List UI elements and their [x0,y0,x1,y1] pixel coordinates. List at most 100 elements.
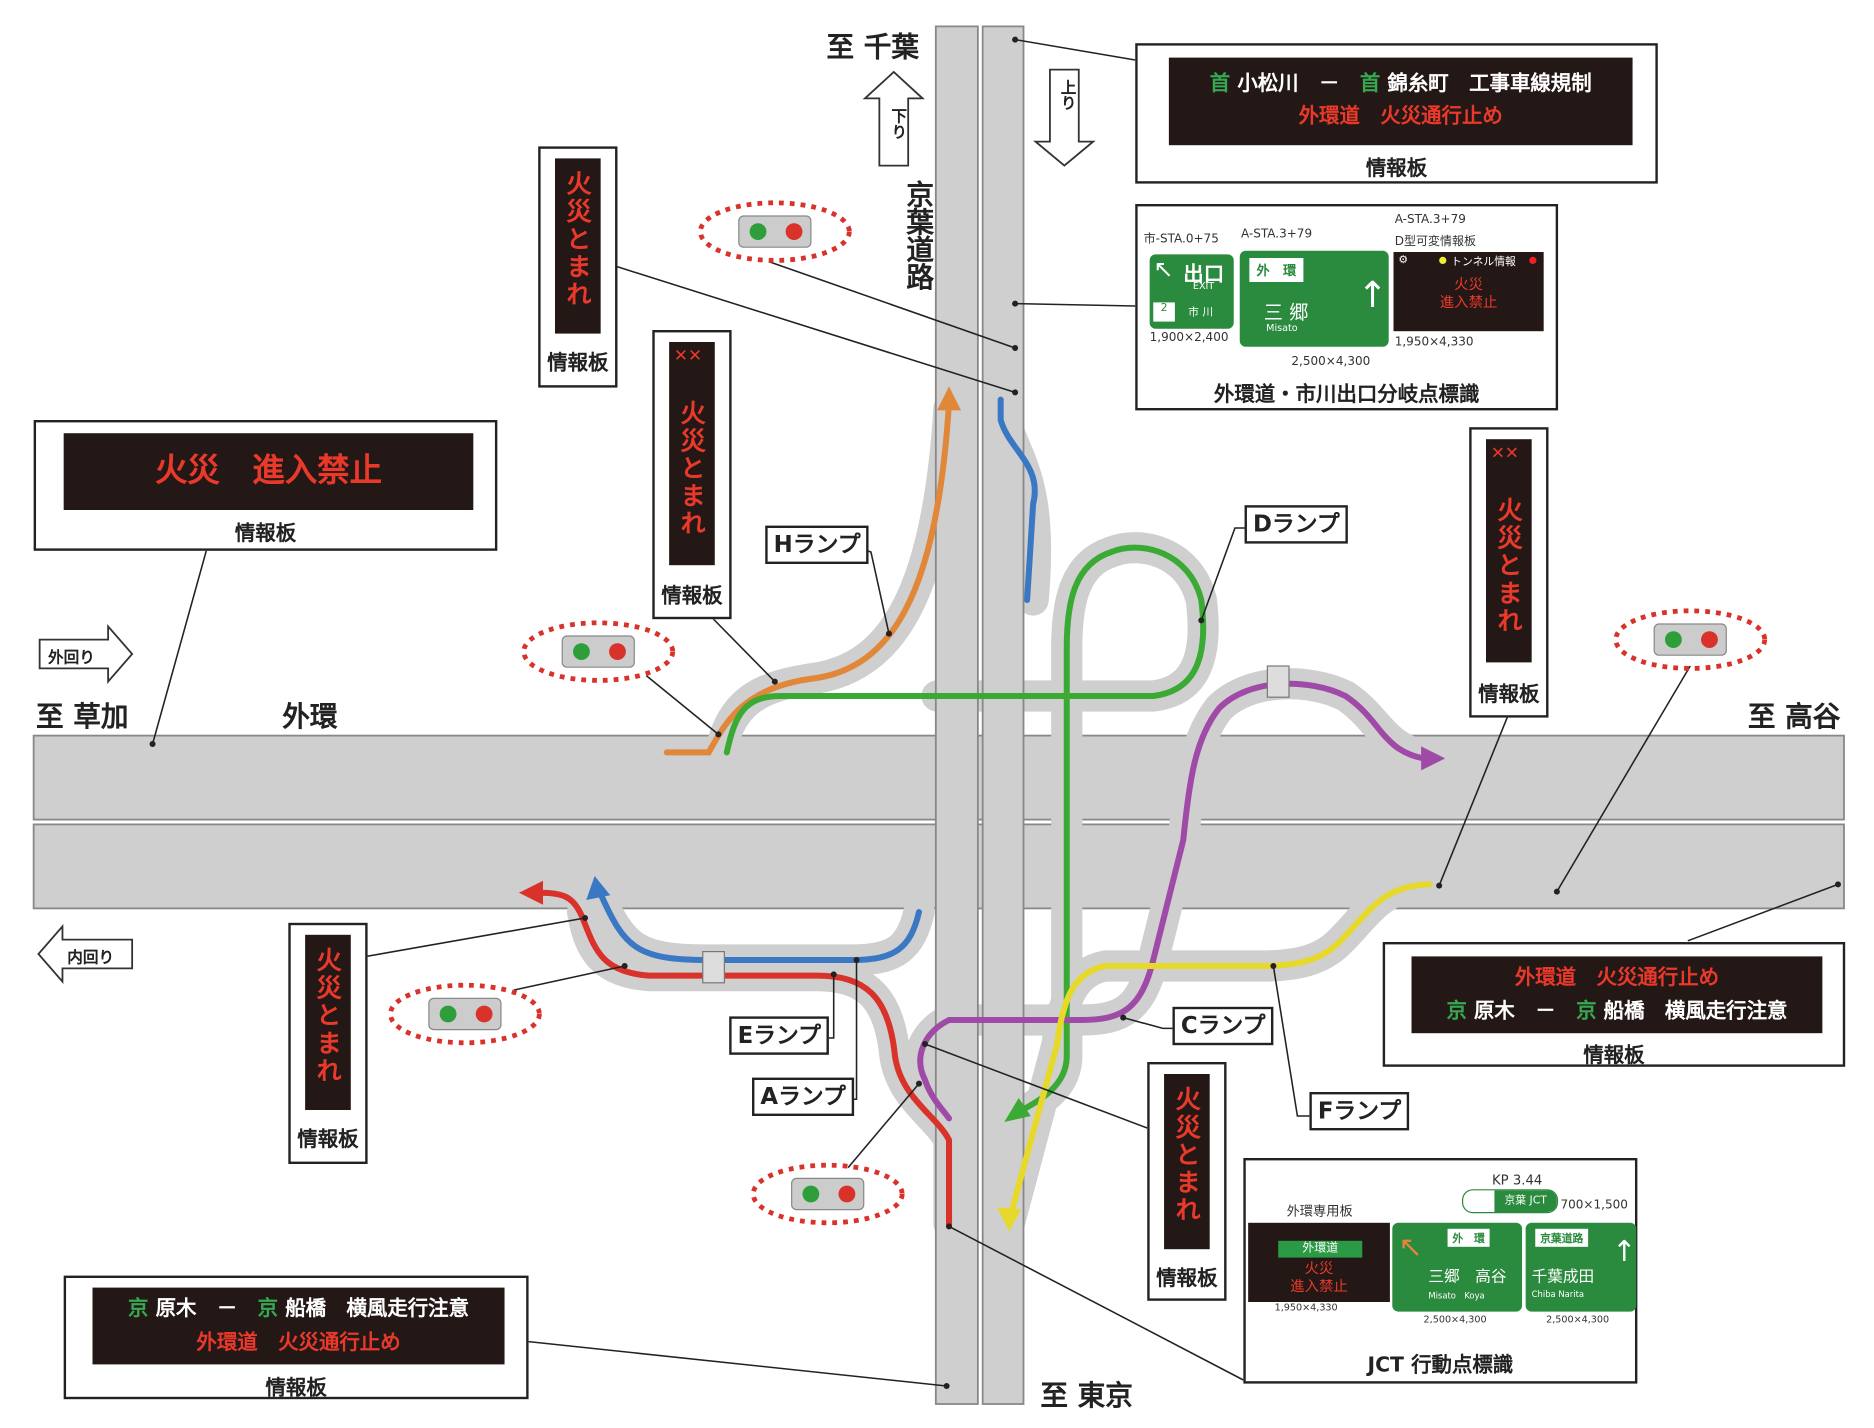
traffic-signal-1 [697,200,852,263]
info-board-caption: 情報板 [661,584,723,609]
kilometer-post: KP 3.44 [1492,1172,1543,1188]
board-text: － [1535,999,1556,1024]
route-yellow [1008,881,1433,1216]
sign-station: A-STA.3+79 [1240,228,1313,242]
traffic-signal-4 [388,982,542,1046]
sign-destination-roman: Misato Koya [1428,1291,1485,1301]
outer-loop-arrow [38,623,134,685]
info-board-display: 火災とまれ [1164,1074,1210,1250]
route-name: 外 環 [1249,258,1304,282]
up-label: 上り [1057,79,1076,111]
board-text: 火災通行止め [1380,104,1503,129]
leader-lines [151,38,1839,1387]
info-board-vertical-1: 火災とまれ 情報板 [538,146,618,388]
board-text: 工事車線規制 [1469,72,1592,96]
route-prefix: 首 [1359,72,1381,96]
sign-size: 2,500×4,300 [1423,1314,1487,1325]
direction-sign-chiba-narita: 京葉道路 千葉成田 Chiba Narita ↑ [1525,1222,1636,1312]
place-koya: 至 高谷 [1747,702,1841,734]
closed-lane-x-icon: ✕✕ [1490,444,1520,464]
info-board-caption: 情報板 [234,522,297,546]
board-text: 原木 [155,1297,197,1322]
info-board-display: ✕✕ 火災とまれ [1486,439,1532,663]
board-text: 火災とまれ [313,946,343,1085]
sign-destination-roman: Misato [1266,322,1298,334]
sign-message: 進入禁止 [1290,1278,1348,1295]
sign-message: 進入禁止 [1439,294,1498,311]
traffic-signal-5 [750,1162,905,1226]
gear-icon: ⚙ [1398,254,1409,267]
board-text: 原木 [1473,999,1515,1024]
exit-sub: EXIT [1192,280,1215,292]
board-text: － [1319,72,1340,96]
info-board-vertical-3: ✕✕ 火災とまれ 情報板 [1469,427,1549,718]
sign-destination: 三郷 高谷 [1428,1268,1507,1287]
board-text: 横風走行注意 [1664,999,1788,1024]
route-orange-arrowhead [937,386,962,411]
down-label: 下り [887,108,906,140]
yellow-lamp-icon [1439,256,1447,264]
ramp-e-label: Eランプ [729,1016,830,1055]
arrow-up-left-icon: ↖ [1153,254,1174,284]
up-direction-arrow [1033,68,1096,167]
ramp-c-label: Cランプ [1172,1006,1274,1046]
jct-action-point-sign-panel: KP 3.44 京葉 JCT 700×1,500 外環専用板 外環道 火災進入禁… [1243,1158,1638,1384]
inner-loop-label: 内回り [67,949,115,968]
route-prefix: 京 [1446,999,1467,1024]
sign-destination: 三 郷 [1263,301,1309,324]
sign-type: D型可変情報板 [1394,235,1477,249]
board-text: 火災とまれ [563,170,593,309]
sign-destination: 市 川 [1188,307,1214,320]
board-text: 火災とまれ [1172,1086,1202,1224]
sign-size: 1,900×2,400 [1149,331,1229,345]
variable-message-sign: ⚙ トンネル情報 火災進入禁止 [1393,252,1544,332]
closed-lane-x-icon: ✕✕ [673,346,703,366]
board-text: 小松川 [1237,72,1299,96]
branch-point-sign-panel: 市-STA.0+75 ↖ 出口 EXIT 2 市 川 1,900×2,400 A… [1135,204,1559,411]
route-blue-arrowhead [586,876,611,901]
info-board-vertical-5: 火災とまれ 情報板 [1147,1062,1227,1301]
sign-size: 1,950×4,330 [1274,1302,1338,1313]
ramp-gate [702,951,725,984]
inner-loop-arrow [37,923,134,985]
board-text: 火災通行止め [278,1330,401,1355]
board-text: 外環道 [1514,966,1577,991]
board-text: 錦糸町 [1387,72,1449,96]
route-prefix: 京 [257,1297,279,1322]
sign-destination-roman: Chiba Narita [1531,1290,1585,1300]
route-purple [917,680,1427,1122]
board-text: 船橋 [285,1297,327,1322]
arrow-up-left-icon: ↖ [1398,1230,1423,1264]
route-prefix: 首 [1209,72,1231,96]
keiyo-road-up [981,25,1025,1405]
ramp-gate [1266,665,1290,698]
direction-sign-misato: 外 環 三 郷 Misato ↑ [1239,250,1389,347]
red-lamp-icon [1529,256,1537,264]
exit-sign: ↖ 出口 EXIT 2 市 川 [1149,254,1234,329]
place-soka: 至 草加 [36,702,129,734]
board-text: 火災通行止め [1596,966,1720,991]
jct-advance-sign: 京葉 JCT [1461,1189,1559,1214]
traffic-signal-2 [521,620,676,683]
direction-sign-misato-koya: 外 環 ↖ 三郷 高谷 Misato Koya [1392,1222,1523,1312]
route-blue-1 [997,396,1038,604]
route-number: 2 [1153,302,1175,322]
route-red-arrowhead [518,880,543,905]
ramp-a-label: Aランプ [752,1077,855,1116]
sign-destination: 千葉成田 [1531,1268,1595,1287]
info-board-caption: 情報板 [1478,682,1540,707]
board-text: － [216,1297,238,1322]
sign-header: トンネル情報 [1451,256,1516,269]
board-text: 火災とまれ [677,399,707,538]
sign-message: 火災 [1454,276,1484,293]
arrow-up-icon: ↑ [1357,274,1388,317]
info-board-caption: 情報板 [1156,1267,1218,1292]
leader-dots [149,36,1841,1389]
info-board-caption: 情報板 [547,351,609,376]
info-board-vertical-2: ✕✕ 火災とまれ 情報板 [652,330,732,620]
board-text: 火災とまれ [1494,496,1524,635]
info-board-top-right: 首 小松川 － 首 錦糸町 工事車線規制 外環道 火災通行止め 情報板 [1135,43,1658,184]
info-board-caption: 情報板 [265,1376,327,1401]
